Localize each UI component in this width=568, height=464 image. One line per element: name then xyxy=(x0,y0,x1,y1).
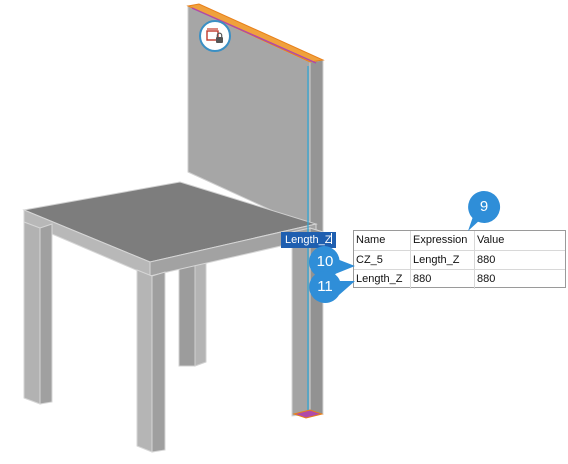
callout-number: 9 xyxy=(479,198,489,215)
callout-marker-10: 10 xyxy=(307,244,355,280)
locked-dimension-glyph xyxy=(206,28,223,43)
table-row[interactable]: Length_Z 880 880 xyxy=(354,269,565,289)
chair-leg-front-left-side xyxy=(39,223,53,405)
callout-pin-shape xyxy=(468,190,501,231)
callout-marker-9: 9 xyxy=(466,189,502,231)
leg-bottom-highlight xyxy=(292,409,324,419)
param-expression[interactable]: Length_Z xyxy=(410,251,474,270)
callout-pin-shape xyxy=(308,245,355,278)
chair-leg-back-left-side xyxy=(194,261,207,367)
table-header-row: Name Expression Value xyxy=(354,231,565,250)
locked-dimension-icon[interactable] xyxy=(199,20,231,52)
chair-leg-front-right xyxy=(136,269,153,453)
header-value: Value xyxy=(474,231,567,250)
table-row[interactable]: CZ_5 Length_Z 880 xyxy=(354,250,565,270)
param-value: 880 xyxy=(474,270,567,289)
param-value: 880 xyxy=(474,251,567,270)
chair-leg-back-left xyxy=(178,264,196,367)
text-cursor xyxy=(331,233,333,244)
callout-pin-shape xyxy=(309,270,355,303)
chair-backrest-side xyxy=(309,59,324,233)
chair-leg-front-right-side xyxy=(151,271,166,453)
param-name: CZ_5 xyxy=(356,254,383,266)
param-name: Length_Z xyxy=(356,273,403,285)
parameters-table[interactable]: Name Expression Value CZ_5 Length_Z 880 … xyxy=(353,230,566,289)
header-name: Name xyxy=(356,234,386,246)
callout-number: 11 xyxy=(317,278,333,295)
dimension-edit-text: Length_Z xyxy=(285,234,332,246)
dimension-edit-field[interactable]: Length_Z xyxy=(281,232,337,248)
chair-backrest-top xyxy=(186,3,325,63)
backrest-highlight-edge xyxy=(191,7,317,64)
callout-number: 10 xyxy=(316,253,334,270)
callout-marker-11: 11 xyxy=(307,269,355,305)
chair-leg-front-left xyxy=(23,221,41,405)
header-expression: Expression xyxy=(410,231,474,250)
param-expression[interactable]: 880 xyxy=(410,270,474,289)
